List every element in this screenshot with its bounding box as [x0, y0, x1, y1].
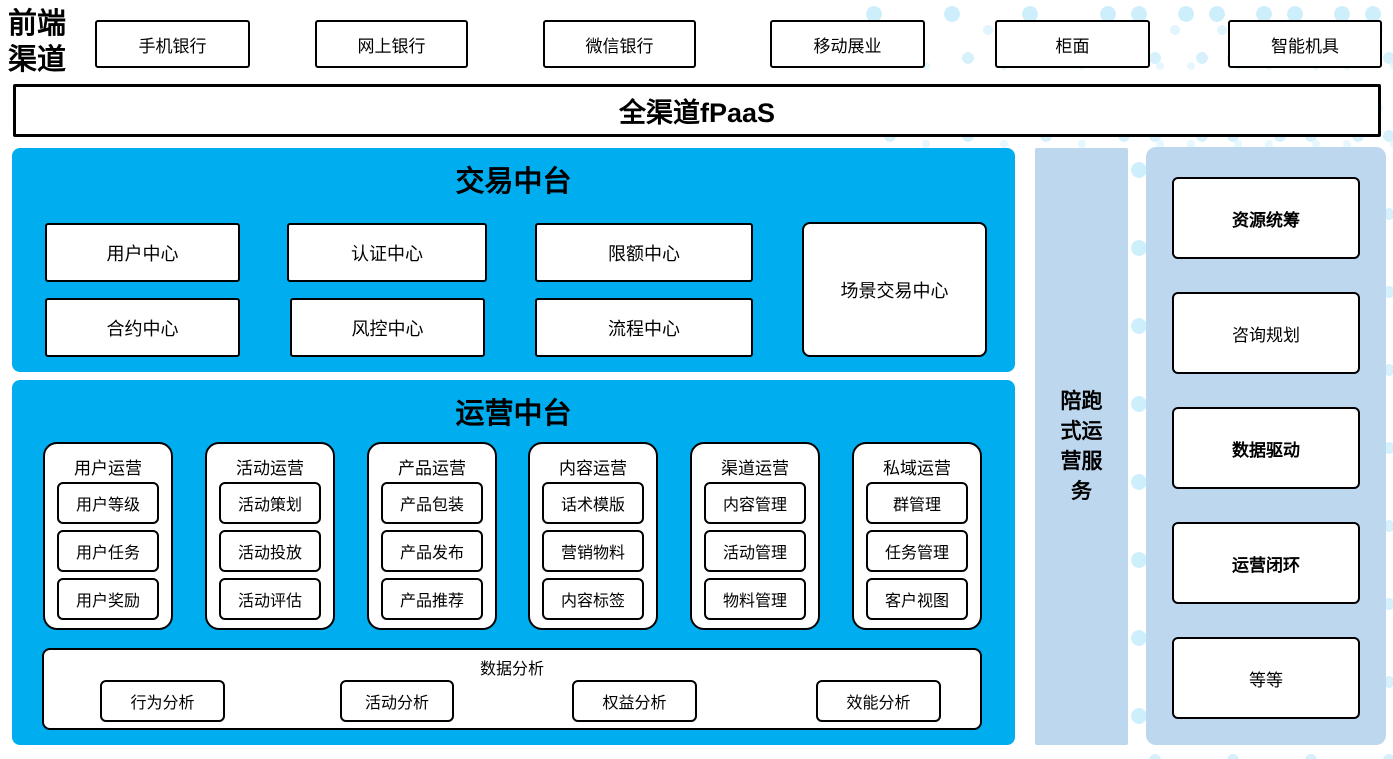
- front-channels-label: 前端 渠道: [8, 8, 67, 76]
- channel-box-online-banking: 网上银行: [315, 20, 468, 68]
- op-item: 话术模版: [542, 482, 644, 524]
- op-column-product: 产品运营 产品包装 产品发布 产品推荐: [367, 442, 497, 630]
- channel-box-mobile-marketing: 移动展业: [770, 20, 925, 68]
- op-item: 用户任务: [57, 530, 159, 572]
- op-column-channel: 渠道运营 内容管理 活动管理 物料管理: [690, 442, 820, 630]
- analysis-box-behavior: 行为分析: [100, 680, 225, 722]
- op-item: 活动评估: [219, 578, 321, 620]
- op-item: 群管理: [866, 482, 968, 524]
- op-item: 客户视图: [866, 578, 968, 620]
- accompany-service-bar: 陪跑式运营服务: [1035, 148, 1128, 745]
- transaction-platform-section: 交易中台 用户中心 认证中心 限额中心 合约中心 风控中心 流程中心 场景交易中…: [12, 148, 1015, 372]
- analysis-box-efficiency: 效能分析: [816, 680, 941, 722]
- data-analysis-title: 数据分析: [479, 661, 544, 678]
- center-box-risk: 风控中心: [290, 298, 485, 357]
- op-item: 用户奖励: [57, 578, 159, 620]
- op-item: 活动策划: [219, 482, 321, 524]
- service-box-etc: 等等: [1172, 637, 1360, 719]
- transaction-platform-title: 交易中台: [455, 166, 572, 198]
- op-column-title: 用户运营: [74, 459, 142, 478]
- analysis-box-activity: 活动分析: [340, 680, 454, 722]
- op-column-content: 内容运营 话术模版 营销物料 内容标签: [528, 442, 658, 630]
- center-box-user: 用户中心: [45, 223, 240, 282]
- channel-box-smart-machine: 智能机具: [1228, 20, 1382, 68]
- op-column-title: 产品运营: [398, 459, 466, 478]
- op-item: 活动投放: [219, 530, 321, 572]
- op-column-title: 私域运营: [883, 459, 951, 478]
- center-box-process: 流程中心: [535, 298, 753, 357]
- op-item: 产品推荐: [381, 578, 483, 620]
- op-item: 任务管理: [866, 530, 968, 572]
- op-item: 活动管理: [704, 530, 806, 572]
- service-box-operation-loop: 运营闭环: [1172, 522, 1360, 604]
- data-analysis-strip: 数据分析 行为分析 活动分析 权益分析 效能分析: [42, 648, 982, 730]
- op-column-title: 渠道运营: [721, 459, 789, 478]
- op-column-user: 用户运营 用户等级 用户任务 用户奖励: [43, 442, 173, 630]
- channel-box-wechat-banking: 微信银行: [543, 20, 696, 68]
- op-item: 内容标签: [542, 578, 644, 620]
- op-item: 产品包装: [381, 482, 483, 524]
- service-box-consulting-planning: 咨询规划: [1172, 292, 1360, 374]
- op-column-activity: 活动运营 活动策划 活动投放 活动评估: [205, 442, 335, 630]
- channel-box-mobile-banking: 手机银行: [95, 20, 250, 68]
- operation-platform-title: 运营中台: [455, 398, 572, 430]
- op-item: 内容管理: [704, 482, 806, 524]
- op-item: 营销物料: [542, 530, 644, 572]
- center-box-auth: 认证中心: [287, 223, 487, 282]
- service-panel: 资源统筹 咨询规划 数据驱动 运营闭环 等等: [1146, 147, 1386, 745]
- center-box-contract: 合约中心: [45, 298, 240, 357]
- operation-platform-section: 运营中台 用户运营 用户等级 用户任务 用户奖励 活动运营 活动策划 活动投放 …: [12, 380, 1015, 745]
- fpaas-bar: 全渠道fPaaS: [13, 84, 1381, 137]
- op-column-private-domain: 私域运营 群管理 任务管理 客户视图: [852, 442, 982, 630]
- channel-box-counter: 柜面: [995, 20, 1150, 68]
- analysis-box-benefit: 权益分析: [572, 680, 697, 722]
- op-column-title: 活动运营: [236, 459, 304, 478]
- op-item: 用户等级: [57, 482, 159, 524]
- op-column-title: 内容运营: [559, 459, 627, 478]
- center-box-scene-transaction: 场景交易中心: [802, 222, 987, 357]
- accompany-service-label: 陪跑式运营服务: [1060, 389, 1103, 503]
- center-box-limit: 限额中心: [535, 223, 753, 282]
- service-box-data-driven: 数据驱动: [1172, 407, 1360, 489]
- op-item: 产品发布: [381, 530, 483, 572]
- op-item: 物料管理: [704, 578, 806, 620]
- service-box-resource-coordination: 资源统筹: [1172, 177, 1360, 259]
